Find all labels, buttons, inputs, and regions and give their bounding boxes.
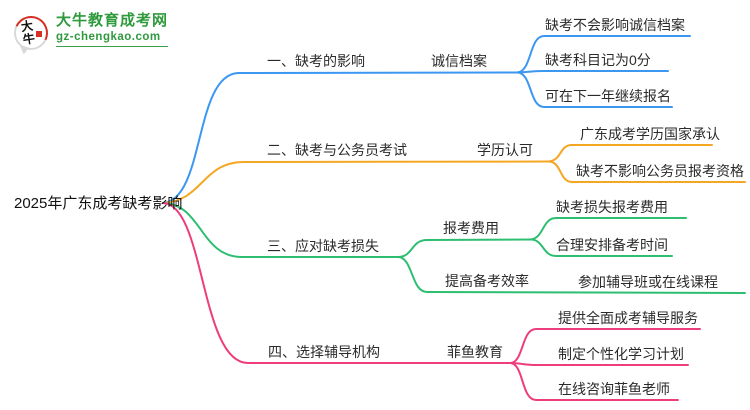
branch-1-label: 一、缺考的影响 [267, 53, 365, 69]
red-seal-icon [36, 31, 42, 37]
branch-3-subtopic: 报考费用 [443, 220, 499, 236]
logo-domain: gz-chengkao.com [56, 30, 169, 47]
branch-4-leaf: 提供全面成考辅导服务 [558, 310, 698, 326]
branch-4-leaf: 在线咨询菲鱼老师 [558, 381, 670, 397]
branch-1-lines [162, 35, 691, 204]
daniu-bull-icon: 大牛 [9, 11, 53, 56]
branch-4-subtopic: 菲鱼教育 [447, 344, 503, 360]
branch-1-leaf: 缺考科目记为0分 [545, 52, 651, 68]
branch-3-leaf: 合理安排备考时间 [556, 237, 668, 253]
root-topic: 2025年广东成考缺考影响 [14, 195, 183, 212]
branch-2-label: 二、缺考与公务员考试 [267, 142, 407, 158]
branch-3-subtopic: 提高备考效率 [445, 273, 529, 289]
branch-1-leaf: 可在下一年继续报名 [545, 88, 671, 104]
branch-2-lines [162, 144, 746, 204]
branch-2-subtopic: 学历认可 [477, 142, 533, 158]
branch-1-leaf: 缺考不会影响诚信档案 [545, 17, 685, 33]
branch-2-leaf: 缺考不影响公务员报考资格 [576, 163, 744, 179]
branch-4-label: 四、选择辅导机构 [268, 344, 380, 360]
branch-1-subtopic: 诚信档案 [431, 53, 487, 69]
branch-3-leaf: 缺考损失报考费用 [556, 199, 668, 215]
branch-4-leaf: 制定个性化学习计划 [558, 346, 684, 362]
branch-4-lines [162, 202, 701, 401]
site-logo: 大牛 大牛教育成考网 gz-chengkao.com [9, 11, 169, 56]
branch-3-label: 三、应对缺考损失 [267, 238, 379, 254]
branch-3-leaf: 参加辅导班或在线课程 [578, 274, 718, 290]
branch-2-leaf: 广东成考学历国家承认 [580, 126, 720, 142]
logo-text-block: 大牛教育成考网 gz-chengkao.com [56, 12, 169, 47]
branch-3-lines [162, 202, 746, 294]
logo-site-name: 大牛教育成考网 [56, 12, 169, 29]
